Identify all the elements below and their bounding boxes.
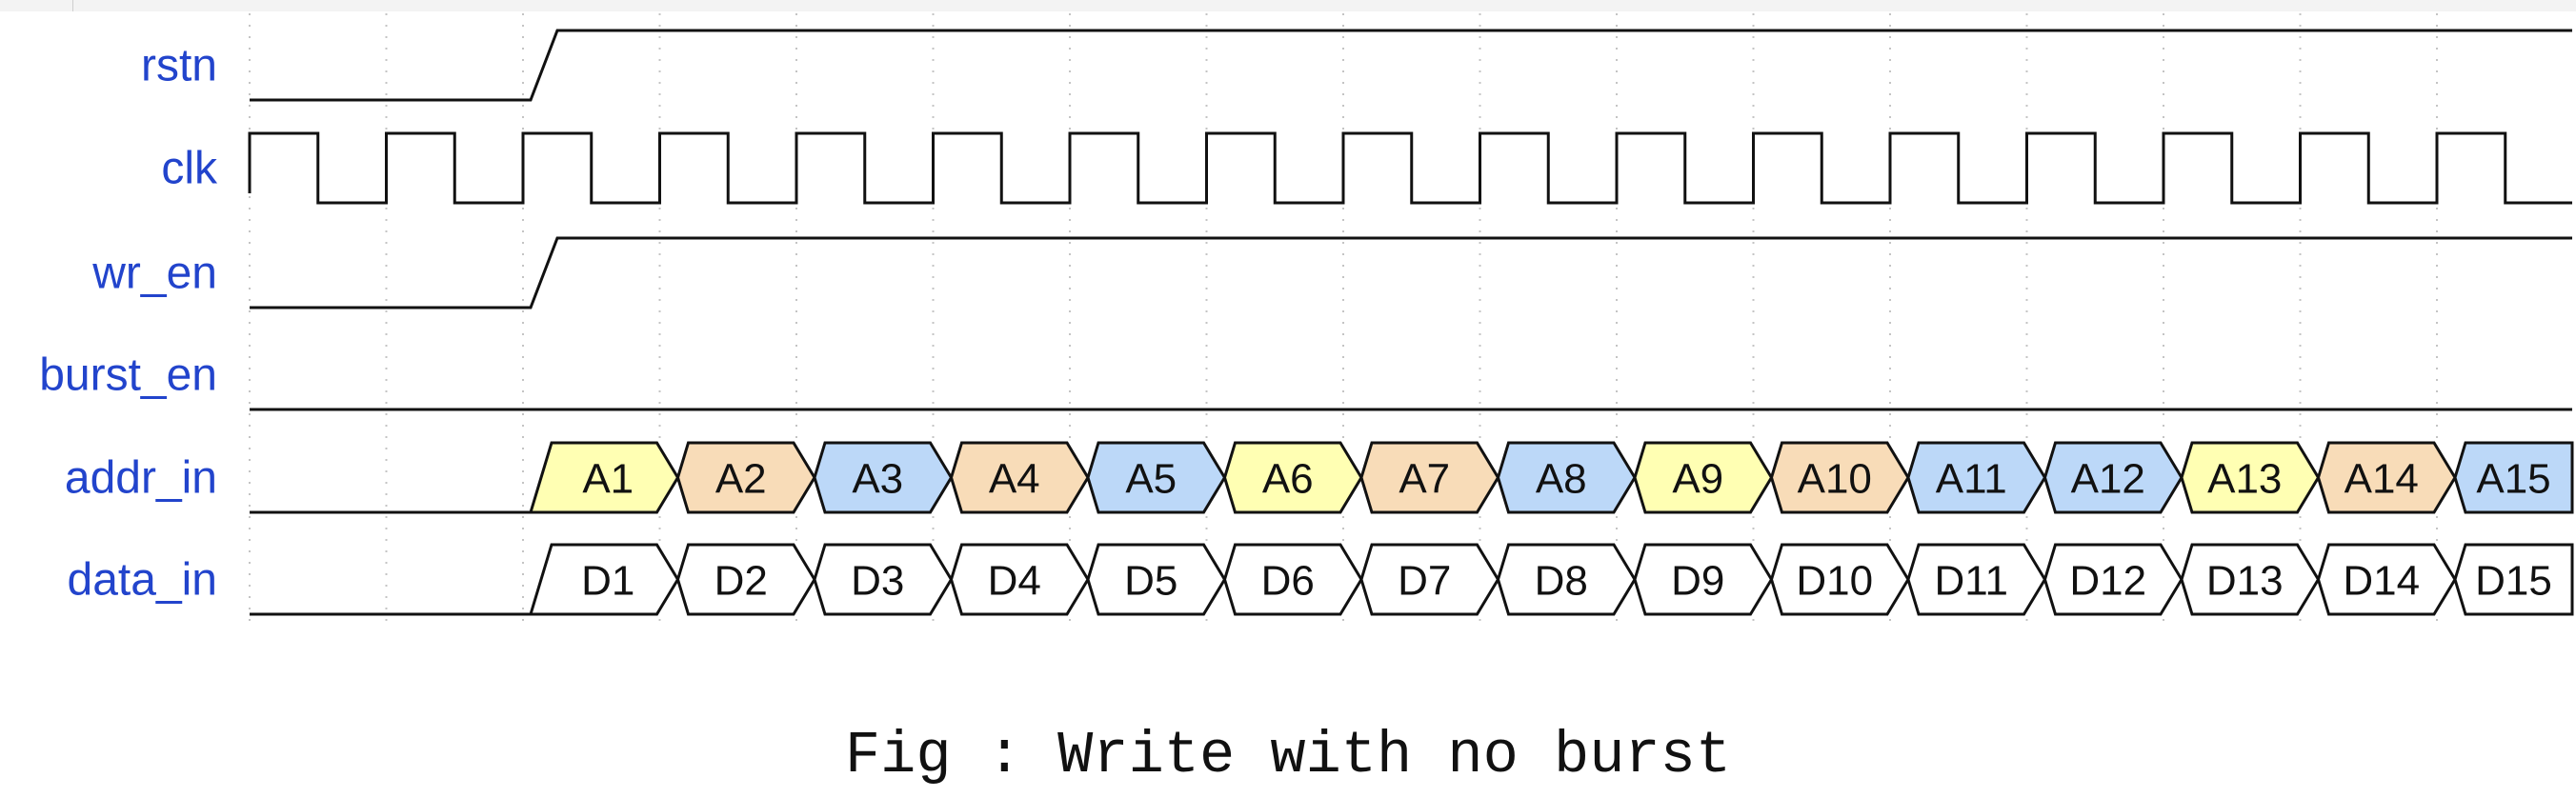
data-in-value: D10 xyxy=(1796,558,1873,605)
data-in-value: D1 xyxy=(581,558,634,605)
signal-label-addr-in: addr_in xyxy=(65,453,217,504)
signal-label-clk: clk xyxy=(161,144,218,194)
data-in-value: D4 xyxy=(988,558,1041,605)
addr-in-value: A10 xyxy=(1798,456,1872,503)
data-in-value: D9 xyxy=(1671,558,1724,605)
addr-in-cell xyxy=(528,441,680,514)
addr-in-value: A14 xyxy=(2345,456,2419,503)
data-in-value: D3 xyxy=(851,558,904,605)
wr-en-waveform xyxy=(250,236,2572,309)
addr-in-value: A5 xyxy=(1125,456,1177,503)
signal-label-wr-en: wr_en xyxy=(91,249,217,299)
addr-in-value: A7 xyxy=(1399,456,1450,503)
data-in-value: D14 xyxy=(2343,558,2420,605)
signal-label-burst-en: burst_en xyxy=(39,350,217,401)
addr-in-value: A6 xyxy=(1262,456,1314,503)
addr-in-cell xyxy=(2453,441,2574,514)
clk-waveform xyxy=(248,131,2572,205)
top-bar-divider xyxy=(72,0,73,11)
addr-in-value: A11 xyxy=(1936,456,2007,503)
signal-label-data-in: data_in xyxy=(68,555,217,606)
rstn-waveform xyxy=(250,29,2572,102)
data-in-value: D12 xyxy=(2069,558,2146,605)
addr-in-value: A8 xyxy=(1536,456,1587,503)
data-in-value: D11 xyxy=(1935,558,2008,605)
figure-caption: Fig : Write with no burst xyxy=(844,722,1732,789)
addr-in-value: A9 xyxy=(1672,456,1723,503)
signal-label-rstn: rstn xyxy=(141,41,217,91)
data-in-value: D8 xyxy=(1535,558,1588,605)
signal-labels: rstn clk wr_en burst_en addr_in data_in xyxy=(39,41,218,606)
data-in-value: D15 xyxy=(2475,558,2552,605)
data-in-value: D2 xyxy=(714,558,768,605)
addr-in-value: A15 xyxy=(2476,456,2550,503)
data-in-cell xyxy=(528,543,680,616)
data-in-value: D5 xyxy=(1124,558,1177,605)
data-in-cell xyxy=(2453,543,2574,616)
grid-lines xyxy=(249,13,2438,628)
addr-in-value: A2 xyxy=(715,456,767,503)
data-in-value: D6 xyxy=(1261,558,1315,605)
data-in-value: D7 xyxy=(1398,558,1451,605)
top-bar xyxy=(0,0,2576,11)
addr-in-value: A4 xyxy=(989,456,1040,503)
addr-in-value: A3 xyxy=(852,456,903,503)
addr-in-value: A12 xyxy=(2071,456,2145,503)
data-in-value: D13 xyxy=(2206,558,2284,605)
addr-in-value: A13 xyxy=(2207,456,2282,503)
addr-in-value: A1 xyxy=(582,456,634,503)
